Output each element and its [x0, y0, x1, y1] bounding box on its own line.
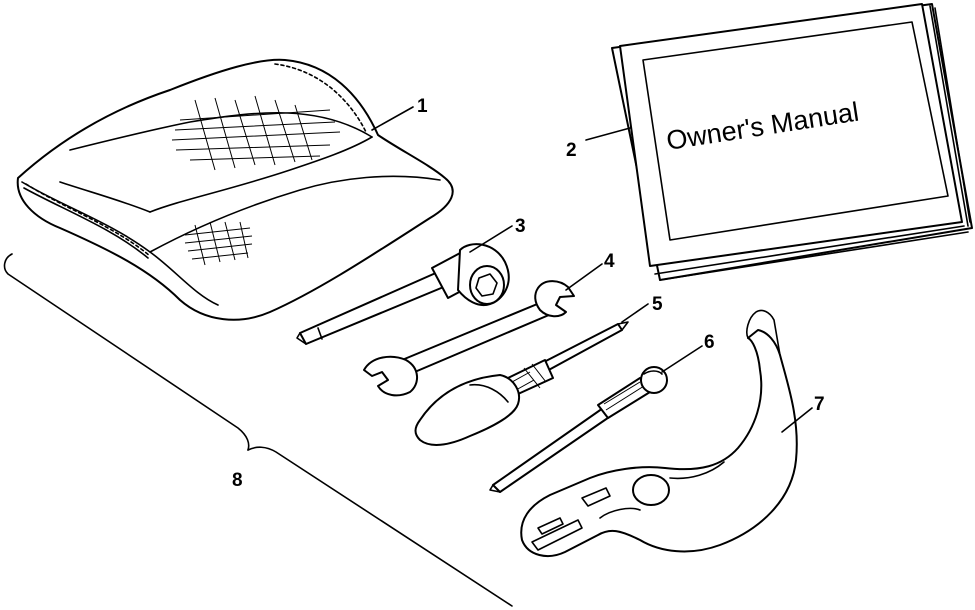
- leader-7: [781, 407, 813, 433]
- callout-1: 1: [417, 96, 428, 117]
- tool-pouch: [16, 58, 454, 321]
- owners-manual: Owner's Manual: [611, 3, 973, 281]
- callout-3: 3: [515, 216, 526, 237]
- leader-5: [621, 303, 649, 323]
- pouch-texture-upper: [171, 95, 341, 171]
- leader-1: [371, 106, 414, 131]
- callout-2: 2: [566, 140, 577, 161]
- leader-4: [565, 263, 603, 291]
- callout-8: 8: [232, 470, 243, 491]
- tool-kit-bracket: [3, 253, 513, 607]
- callout-numbers: 1 2 3 4 5 6 7 8: [232, 96, 825, 491]
- callout-6: 6: [704, 332, 715, 353]
- leader-3: [469, 225, 513, 253]
- pouch-texture-lower: [184, 221, 253, 266]
- callout-7: 7: [814, 394, 825, 415]
- leader-2: [585, 127, 631, 141]
- leader-lines: [371, 106, 813, 433]
- extension-handle: [489, 366, 668, 493]
- spark-plug-wrench: [296, 243, 510, 345]
- callout-4: 4: [604, 251, 615, 272]
- screwdriver: [414, 321, 629, 446]
- open-end-wrench: [363, 280, 575, 397]
- callout-5: 5: [652, 294, 663, 315]
- leader-6: [661, 345, 703, 373]
- hook-spanner: [520, 309, 798, 557]
